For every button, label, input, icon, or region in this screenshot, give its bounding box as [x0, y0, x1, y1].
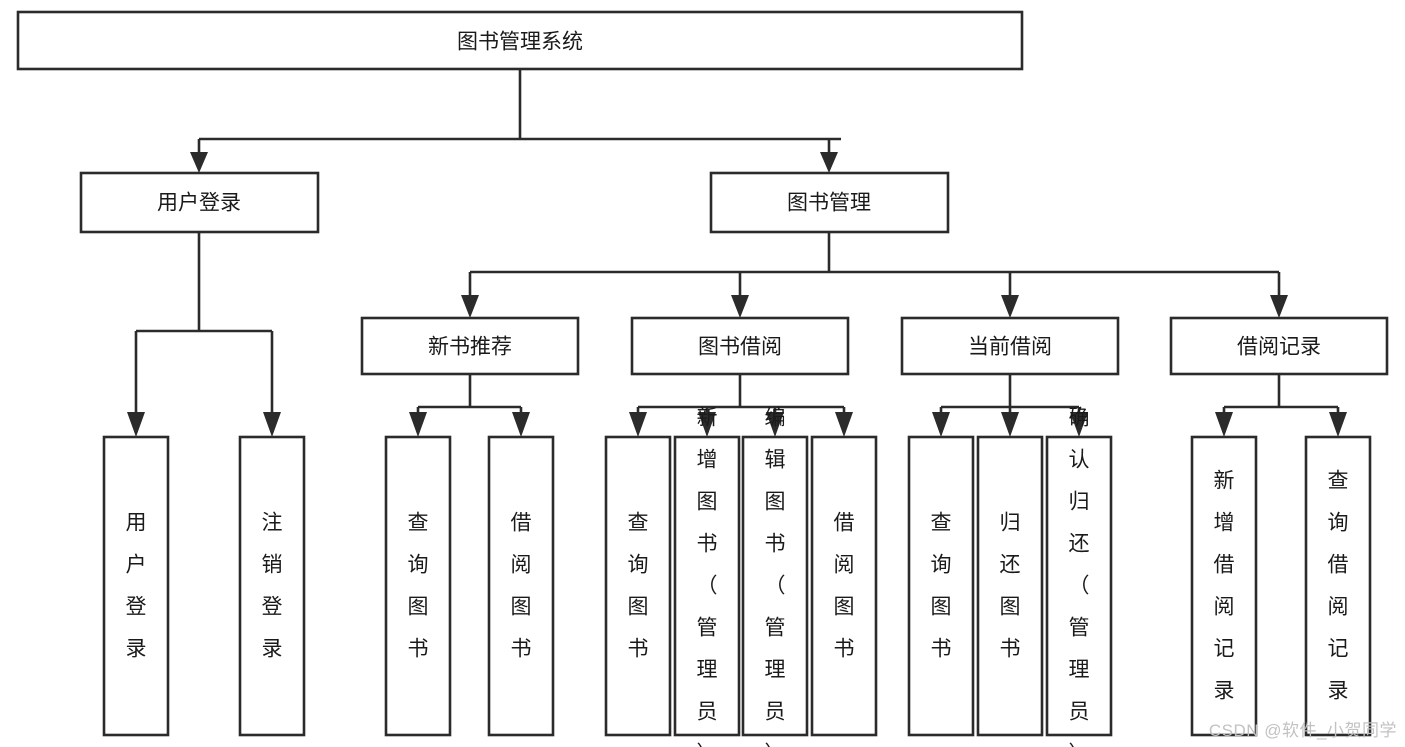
node-newbook[interactable]: 新书推荐 [360, 316, 580, 376]
arrow-bookmgmt [820, 152, 838, 173]
node-leaf-12-box[interactable] [1190, 435, 1258, 737]
node-leaf-7-box[interactable] [741, 435, 809, 737]
node-root-label: 图书管理系统 [457, 31, 583, 54]
node-login[interactable]: 用户登录 [79, 171, 320, 234]
arrow-leaf-1 [127, 412, 145, 437]
node-leaf-4[interactable]: 借阅图书 [487, 435, 555, 737]
node-bookmgmt-label: 图书管理 [787, 192, 871, 215]
node-newbook-label: 新书推荐 [428, 336, 512, 359]
node-borrow-label: 图书借阅 [698, 336, 782, 359]
node-leaf-12-label: 新增借阅记录 [1214, 470, 1235, 703]
arrow-leaf-3 [409, 412, 427, 437]
node-bookmgmt-box[interactable] [709, 171, 950, 234]
node-leaf-2-box[interactable] [238, 435, 306, 737]
connectors [127, 69, 1347, 437]
node-leaf-3-label: 查询图书 [408, 512, 429, 661]
arrow-leaf-12 [1215, 412, 1233, 437]
arrow-records [1270, 295, 1288, 318]
arrow-borrow [731, 295, 749, 318]
node-current-box[interactable] [900, 316, 1120, 376]
node-leaf-9-label: 查询图书 [931, 512, 952, 661]
node-leaf-3-box[interactable] [384, 435, 452, 737]
node-bookmgmt[interactable]: 图书管理 [709, 171, 950, 234]
node-current-label: 当前借阅 [968, 336, 1052, 359]
node-leaf-6[interactable]: 新增图书（管理员） [673, 407, 741, 747]
node-leaf-9-box[interactable] [907, 435, 975, 737]
node-root[interactable]: 图书管理系统 [16, 10, 1024, 71]
arrow-leaf-7 [766, 412, 784, 437]
arrow-newbook [461, 295, 479, 318]
node-leaf-13-label: 查询借阅记录 [1328, 470, 1349, 703]
node-leaf-10[interactable]: 归还图书 [976, 435, 1044, 737]
node-leaf-12[interactable]: 新增借阅记录 [1190, 435, 1258, 737]
arrow-current [1001, 295, 1019, 318]
node-leaf-5-box[interactable] [604, 435, 672, 737]
node-leaf-1-box[interactable] [102, 435, 170, 737]
node-leaf-2[interactable]: 注销登录 [238, 435, 306, 737]
node-borrow-box[interactable] [630, 316, 850, 376]
arrow-leaf-2 [263, 412, 281, 437]
node-leaf-11-label: 确认归还（管理员） [1069, 407, 1090, 747]
node-root-box[interactable] [16, 10, 1024, 71]
node-records[interactable]: 借阅记录 [1169, 316, 1389, 376]
node-leaf-10-box[interactable] [976, 435, 1044, 737]
node-leaf-7-label: 编辑图书（管理员） [765, 407, 786, 747]
node-leaf-8[interactable]: 借阅图书 [810, 435, 878, 737]
arrow-leaf-6 [698, 412, 716, 437]
arrow-leaf-5 [629, 412, 647, 437]
node-leaf-4-box[interactable] [487, 435, 555, 737]
node-leaf-13-box[interactable] [1304, 435, 1372, 737]
arrow-leaf-10 [1001, 412, 1019, 437]
node-leaf-5[interactable]: 查询图书 [604, 435, 672, 737]
node-records-box[interactable] [1169, 316, 1389, 376]
node-current[interactable]: 当前借阅 [900, 316, 1120, 376]
node-leaf-1-label: 用户登录 [126, 512, 147, 661]
node-leaf-11[interactable]: 确认归还（管理员） [1045, 407, 1113, 747]
node-borrow[interactable]: 图书借阅 [630, 316, 850, 376]
node-leaf-10-label: 归还图书 [1000, 512, 1021, 661]
node-login-label: 用户登录 [157, 192, 241, 215]
arrow-leaf-11 [1070, 412, 1088, 437]
node-leaf-8-box[interactable] [810, 435, 878, 737]
node-leaf-7[interactable]: 编辑图书（管理员） [741, 407, 809, 747]
node-leaf-9[interactable]: 查询图书 [907, 435, 975, 737]
arrow-leaf-4 [512, 412, 530, 437]
node-leaf-5-label: 查询图书 [628, 512, 649, 661]
node-leaf-6-box[interactable] [673, 435, 741, 737]
arrow-leaf-9 [932, 412, 950, 437]
node-leaf-3[interactable]: 查询图书 [384, 435, 452, 737]
node-newbook-box[interactable] [360, 316, 580, 376]
node-leaf-4-label: 借阅图书 [511, 512, 532, 661]
node-leaf-13[interactable]: 查询借阅记录 [1304, 435, 1372, 737]
arrow-leaf-8 [835, 412, 853, 437]
node-leaf-8-label: 借阅图书 [834, 512, 855, 661]
node-leaf-1[interactable]: 用户登录 [102, 435, 170, 737]
node-leaf-11-box[interactable] [1045, 435, 1113, 737]
arrow-login [190, 152, 208, 173]
arrow-leaf-13 [1329, 412, 1347, 437]
node-leaf-6-label: 新增图书（管理员） [697, 407, 718, 747]
node-leaf-2-label: 注销登录 [262, 512, 283, 661]
node-login-box[interactable] [79, 171, 320, 234]
node-records-label: 借阅记录 [1237, 336, 1321, 359]
